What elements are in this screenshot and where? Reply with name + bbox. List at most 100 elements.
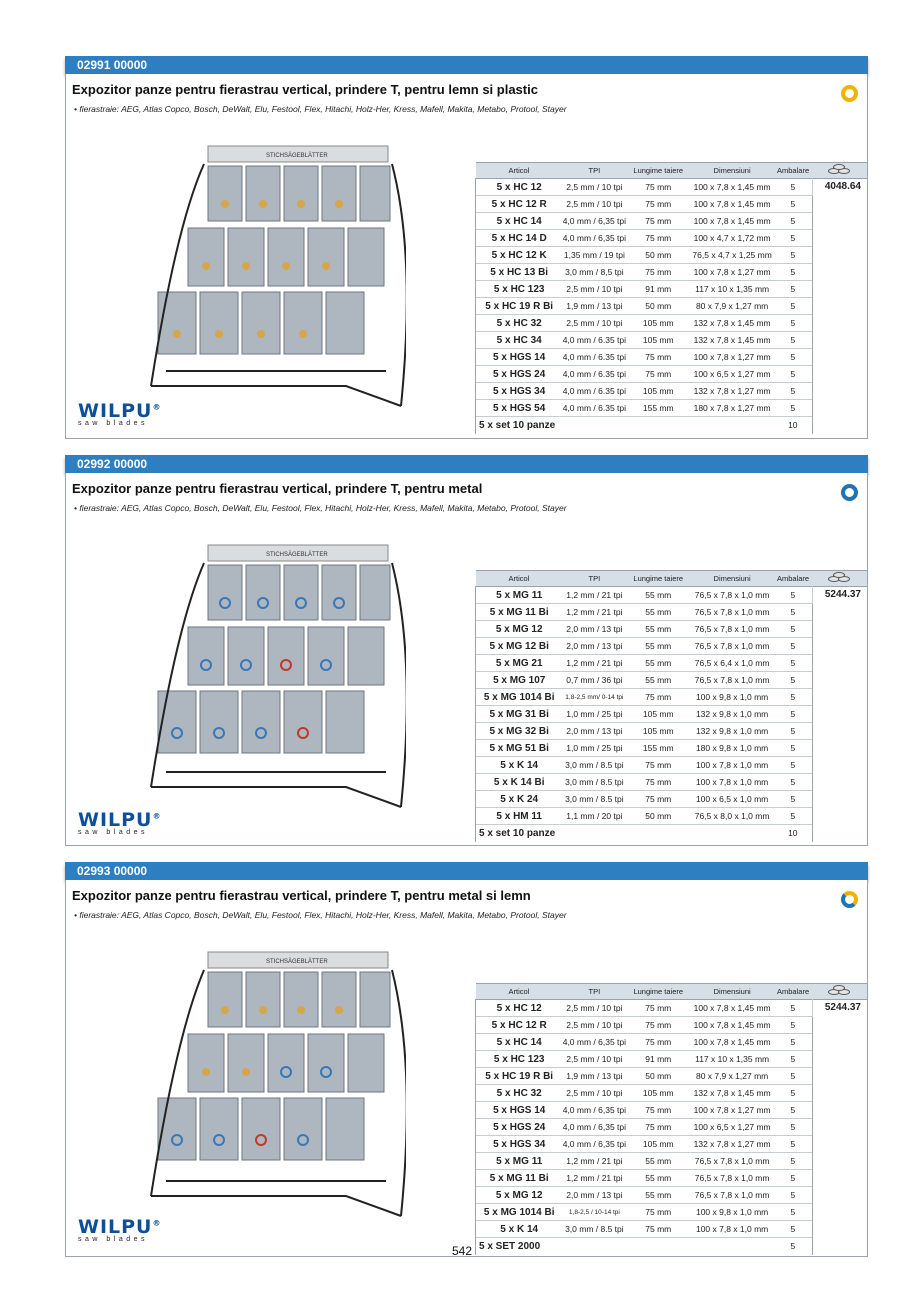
packaging-cell: 5 [774,1067,813,1085]
article-cell: 5 x HGS 34 [475,1135,563,1153]
display-stand-image: STICHSÄGEBLÄTTER [150,544,406,808]
logo-brand: WILPU [78,400,153,422]
cut-length-cell: 75 mm [626,212,691,230]
article-cell: 5 x MG 11 [475,1152,563,1170]
tpi-cell: 2,0 mm / 13 tpi [562,620,627,638]
packaging-cell: 5 [774,1203,813,1221]
cut-length-cell: 105 mm [626,314,691,332]
cut-length-cell: 55 mm [626,1169,691,1187]
article-cell: 5 x HC 19 R Bi [475,1067,563,1085]
packaging-cell: 5 [774,399,813,417]
packaging-cell: 5 [774,671,813,689]
dimensions-cell: 76,5 x 8,0 x 1,0 mm [690,807,775,825]
dimensions-cell: 180 x 7,8 x 1,27 mm [690,399,775,417]
cut-length-cell: 50 mm [626,807,691,825]
packaging-cell: 5 [774,246,813,264]
tpi-cell: 1,0 mm / 25 tpi [562,739,627,757]
product-title: Expozitor panze pentru fierastrau vertic… [72,82,538,97]
dimensions-cell: 100 x 4,7 x 1,72 mm [690,229,775,247]
dimensions-cell: 100 x 7,8 x 1,45 mm [690,195,775,213]
packaging-cell: 5 [774,620,813,638]
product-subtitle: • fierastraie: AEG, Atlas Copco, Bosch, … [74,104,567,114]
header-ambalare: Ambalare [774,570,813,587]
article-cell: 5 x HGS 14 [475,1101,563,1119]
coins-icon [812,570,867,587]
header-lungime: Lungime taiere [626,983,691,1000]
tpi-cell: 2,5 mm / 10 tpi [562,314,627,332]
article-cell: 5 x MG 11 Bi [475,1169,563,1187]
display-sign: STICHSÄGEBLÄTTER [266,551,328,558]
logo-brand: WILPU [78,1216,153,1238]
packaging-cell: 5 [774,1135,813,1153]
packaging-cell: 5 [774,1186,813,1204]
packaging-cell: 5 [774,688,813,706]
cut-length-cell: 75 mm [626,1220,691,1238]
tpi-cell: 2,5 mm / 10 tpi [562,1016,627,1034]
price-cell: 5244.37 [811,586,867,842]
cut-length-cell: 75 mm [626,365,691,383]
dimensions-cell: 117 x 10 x 1,35 mm [690,1050,775,1068]
cut-length-cell: 155 mm [626,399,691,417]
packaging-cell: 5 [774,654,813,672]
tpi-cell: 4,0 mm / 6.35 tpi [562,348,627,366]
dimensions-cell: 76,5 x 7,8 x 1,0 mm [690,620,775,638]
packaging-cell: 5 [774,722,813,740]
article-cell: 5 x K 14 Bi [475,773,563,791]
article-cell: 5 x HGS 54 [475,399,563,417]
tpi-cell: 1,0 mm / 25 tpi [562,705,627,723]
article-cell: 5 x MG 1014 Bi [475,1203,563,1221]
dimensions-cell: 117 x 10 x 1,35 mm [690,280,775,298]
wilpu-logo: WILPU® saw blades [78,400,162,427]
packaging-cell: 5 [774,756,813,774]
display-stand-image: STICHSÄGEBLÄTTER [150,951,406,1217]
set-label: 5 x set 10 panze [475,416,775,434]
header-articol: Articol [475,570,563,587]
packaging-cell: 5 [774,382,813,400]
tpi-cell: 4,0 mm / 6.35 tpi [562,331,627,349]
article-cell: 5 x MG 11 [475,586,563,604]
dimensions-cell: 100 x 7,8 x 1,27 mm [690,1101,775,1119]
dimensions-cell: 100 x 6,5 x 1,27 mm [690,365,775,383]
cut-length-cell: 75 mm [626,348,691,366]
packaging-cell: 5 [774,348,813,366]
dimensions-cell: 132 x 9,8 x 1,0 mm [690,722,775,740]
dimensions-cell: 100 x 7,8 x 1,0 mm [690,756,775,774]
packaging-cell: 5 [774,773,813,791]
packaging-cell: 5 [774,739,813,757]
product-box: Expozitor panze pentru fierastrau vertic… [65,473,868,846]
cut-length-cell: 55 mm [626,671,691,689]
dimensions-cell: 76,5 x 7,8 x 1,0 mm [690,671,775,689]
cut-length-cell: 50 mm [626,246,691,264]
article-cell: 5 x MG 107 [475,671,563,689]
tpi-cell: 4,0 mm / 6,35 tpi [562,1033,627,1051]
tpi-cell: 1,2 mm / 21 tpi [562,1169,627,1187]
cut-length-cell: 105 mm [626,1135,691,1153]
tpi-cell: 2,5 mm / 10 tpi [562,1084,627,1102]
display-sign: STICHSÄGEBLÄTTER [266,152,328,159]
article-cell: 5 x MG 12 [475,1186,563,1204]
header-lungime: Lungime taiere [626,570,691,587]
article-cell: 5 x HC 13 Bi [475,263,563,281]
dimensions-cell: 100 x 6,5 x 1,0 mm [690,790,775,808]
packaging-cell: 5 [774,999,813,1017]
product-code-bar: 02992 00000 [65,455,868,473]
article-cell: 5 x HGS 24 [475,1118,563,1136]
dimensions-cell: 100 x 6,5 x 1,27 mm [690,1118,775,1136]
dimensions-cell: 100 x 7,8 x 1,27 mm [690,348,775,366]
header-lungime: Lungime taiere [626,162,691,179]
cut-length-cell: 91 mm [626,1050,691,1068]
packaging-cell: 5 [774,637,813,655]
packaging-cell: 5 [774,178,813,196]
